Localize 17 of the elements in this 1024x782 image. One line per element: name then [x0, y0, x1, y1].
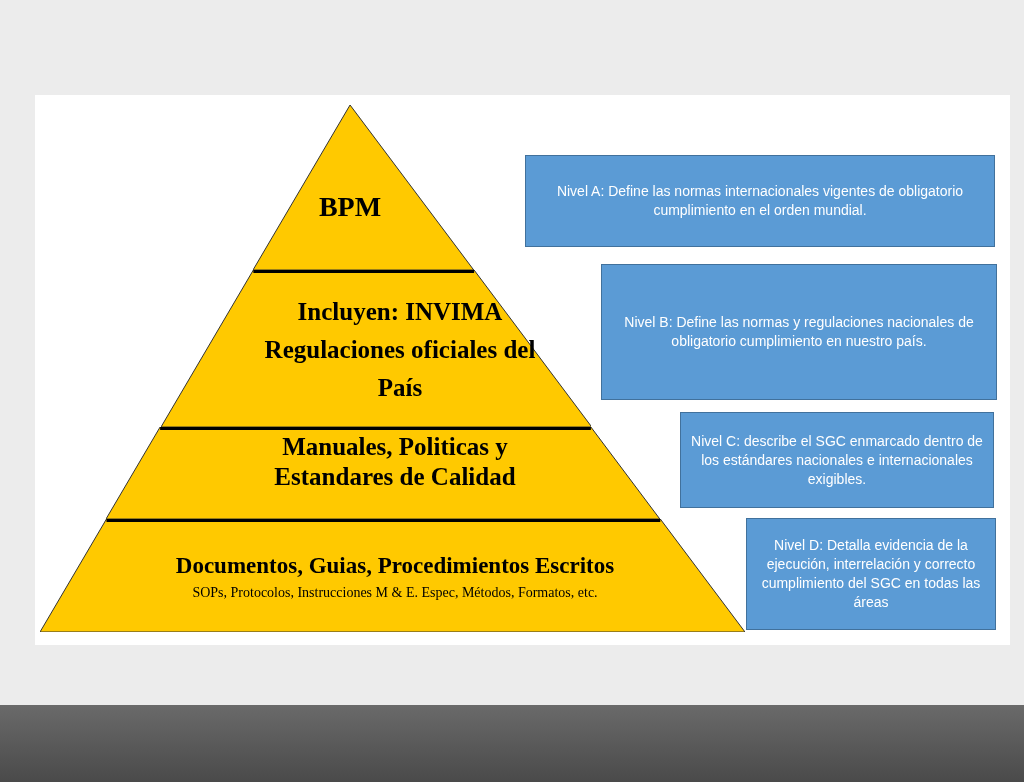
tier-heading: Manuales, Politicas y Estandares de Calidad — [273, 432, 517, 492]
description-text: Nivel C: describe el SGC enmarcado dentro de los estándares nacionales e internacionales exigibles. — [691, 431, 983, 489]
pyramid-tier — [160, 270, 592, 427]
pyramid-tier — [252, 105, 474, 270]
tier-heading: Documentos, Guias, Procedimientos Escritos — [174, 553, 616, 579]
pyramid-tier — [106, 427, 661, 519]
tier-heading: BPM — [317, 190, 383, 224]
description-panel — [525, 155, 995, 247]
description-text: Nivel D: Detalla evidencia de la ejecución, interrelación y correcto cumplimiento del SGC en todas las áreas — [760, 536, 982, 612]
tier-subtext: SOPs, Protocolos, Instrucciones M & E. Espec, Métodos, Formatos, etc. — [191, 584, 599, 602]
description-text: Nivel B: Define las normas y regulaciones nacionales de obligatorio cumplimiento en nuestro país. — [623, 313, 975, 351]
description-panel — [680, 412, 994, 508]
tier-heading: Incluyen: INVIMA Regulaciones oficiales del País — [263, 297, 537, 403]
description-panel — [746, 518, 996, 630]
description-text: Nivel A: Define las normas internacionales vigentes de obligatorio cumplimiento en el orden mundial. — [555, 182, 965, 220]
description-panel — [601, 264, 997, 400]
pyramid-tier — [40, 519, 745, 632]
